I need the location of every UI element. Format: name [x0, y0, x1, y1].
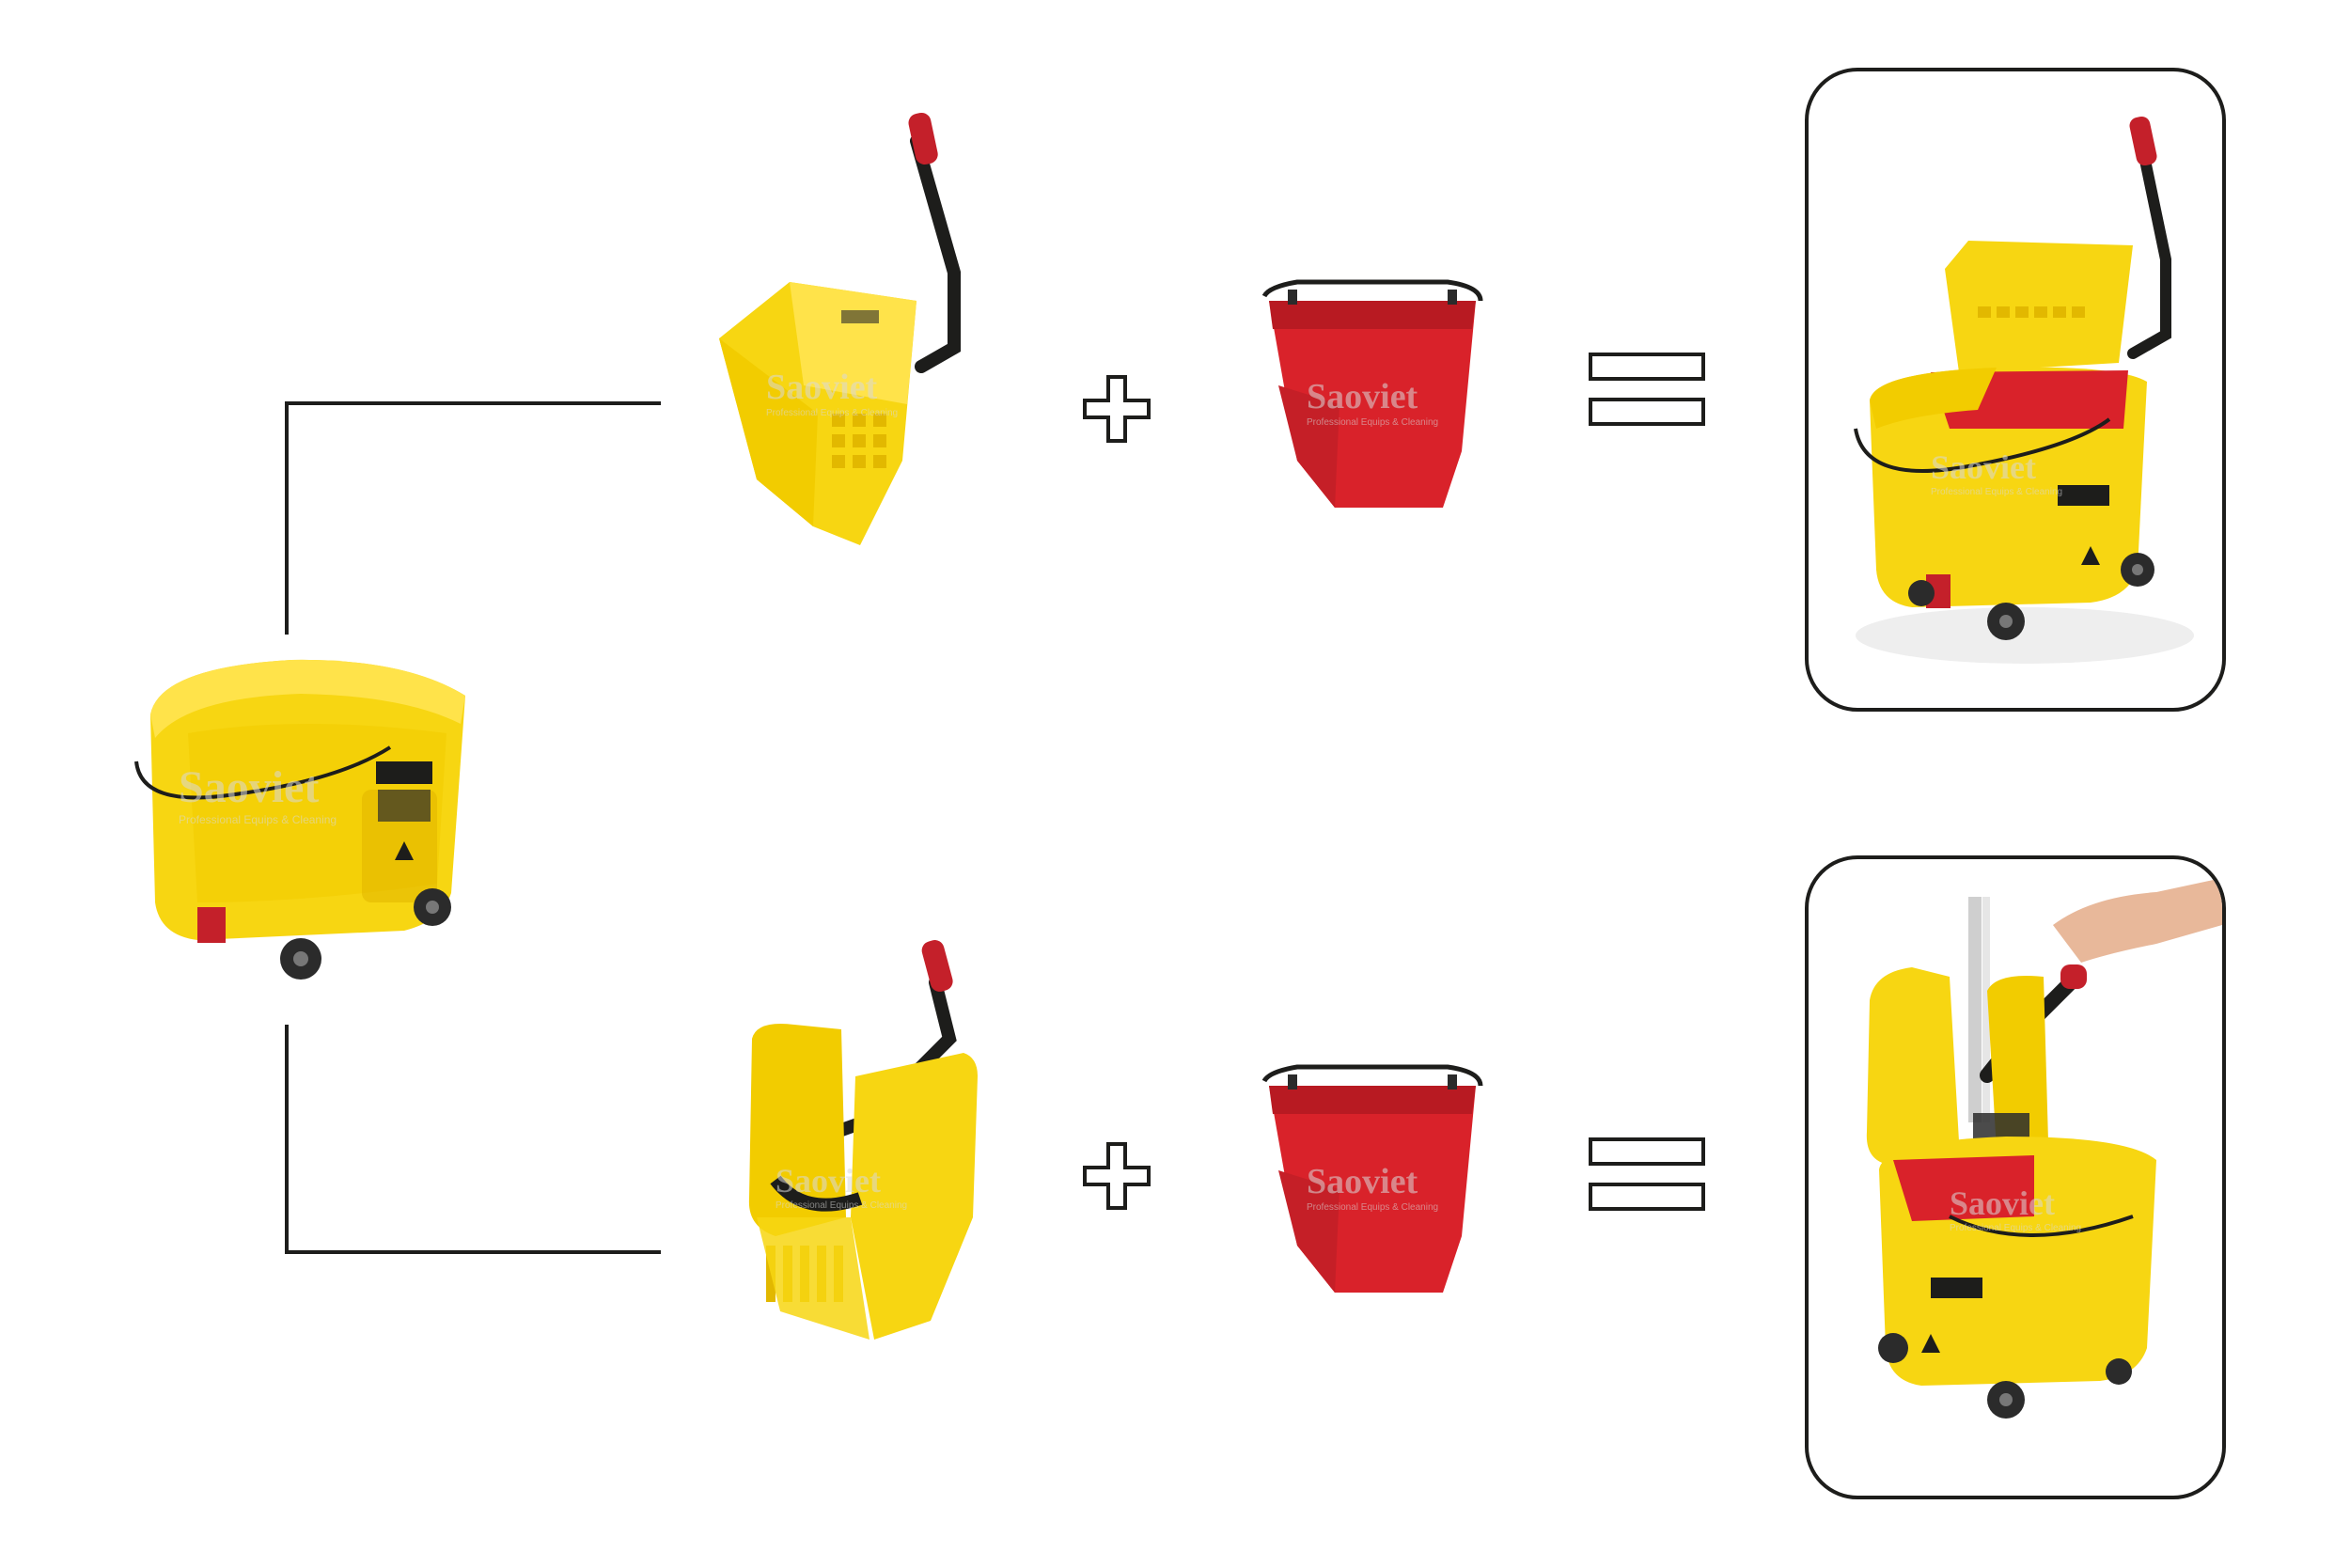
down-press-wringer-illustration — [748, 940, 978, 1340]
equals-icon — [1589, 353, 1705, 426]
equals-operator-row1 — [1589, 353, 1705, 428]
plus-operator-row1 — [1081, 373, 1152, 445]
plus-icon — [1083, 375, 1151, 443]
result-box-side-press: Saoviet Professional Equips & Cleaning — [1805, 68, 2226, 712]
plus-icon — [1083, 1142, 1151, 1210]
side-press-wringer-image: Saoviet Professional Equips & Cleaning — [700, 103, 992, 555]
connector-top-vertical — [285, 401, 289, 635]
connector-bottom-vertical — [285, 1025, 289, 1254]
red-pail-image-row2: Saoviet Professional Equips & Cleaning — [1260, 1058, 1485, 1302]
plus-operator-row2 — [1081, 1140, 1152, 1212]
mop-bucket-side-press-illustration — [1854, 116, 2194, 664]
side-press-wringer-illustration — [719, 112, 961, 545]
mop-bucket-down-press-illustration — [1866, 878, 2222, 1419]
red-pail-illustration — [1261, 279, 1483, 508]
equals-operator-row2 — [1589, 1137, 1705, 1213]
connector-top-horizontal — [285, 401, 661, 405]
down-press-wringer-image: Saoviet Professional Equips & Cleaning — [738, 935, 996, 1349]
base-mop-bucket-image: Saoviet Professional Equips & Cleaning — [122, 649, 479, 996]
red-pail-illustration — [1261, 1064, 1483, 1293]
equals-icon — [1589, 1137, 1705, 1211]
result-box-down-press: Saoviet Professional Equips & Cleaning — [1805, 855, 2226, 1499]
connector-bottom-horizontal — [285, 1250, 661, 1254]
red-pail-image-row1: Saoviet Professional Equips & Cleaning — [1260, 273, 1485, 517]
base-mop-bucket-illustration — [134, 659, 465, 980]
